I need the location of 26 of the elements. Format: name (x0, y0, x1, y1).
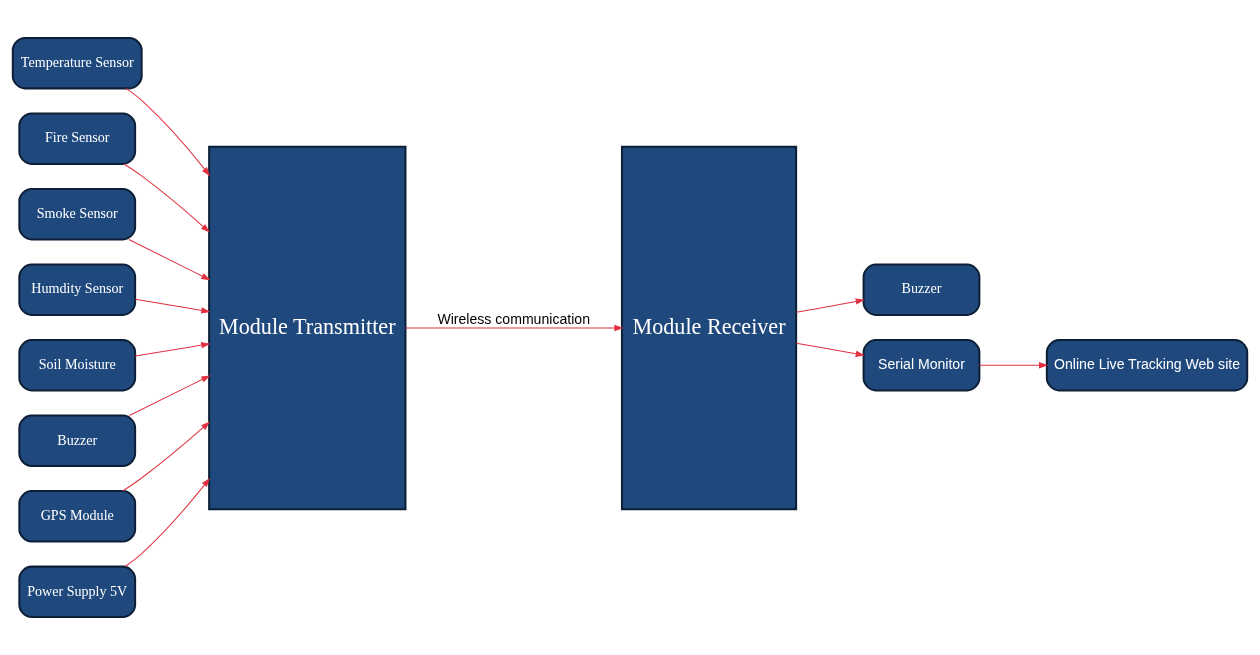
node-box: Module Receiver (620, 145, 798, 511)
node-box: Soil Moisture (18, 339, 137, 392)
node-box: Temperature Sensor (11, 37, 143, 90)
arrow (795, 342, 865, 357)
arrow (978, 362, 1049, 369)
node-box: Serial Monitor (862, 339, 981, 392)
node-box: Module Transmitter (208, 145, 407, 511)
arrow (123, 163, 210, 233)
arrow (134, 298, 211, 314)
arrow (134, 342, 211, 357)
node-box: Power Supply 5V (18, 565, 137, 618)
arrow (122, 421, 210, 492)
edge-label: Wireless communication (437, 311, 590, 328)
node-box: Humdity Sensor (18, 263, 137, 316)
node-box: GPS Module (18, 490, 137, 543)
arrow (128, 375, 211, 416)
arrow (128, 238, 211, 281)
arrow (125, 87, 211, 177)
arrow (795, 298, 865, 313)
node-box: Fire Sensor (18, 112, 137, 165)
node-box: Buzzer (862, 263, 981, 316)
node-box: Online Live Tracking Web site (1045, 339, 1249, 392)
node-box: Smoke Sensor (18, 188, 137, 241)
arrow (405, 324, 624, 332)
arrow (124, 477, 210, 567)
node-box: Buzzer (18, 414, 137, 467)
